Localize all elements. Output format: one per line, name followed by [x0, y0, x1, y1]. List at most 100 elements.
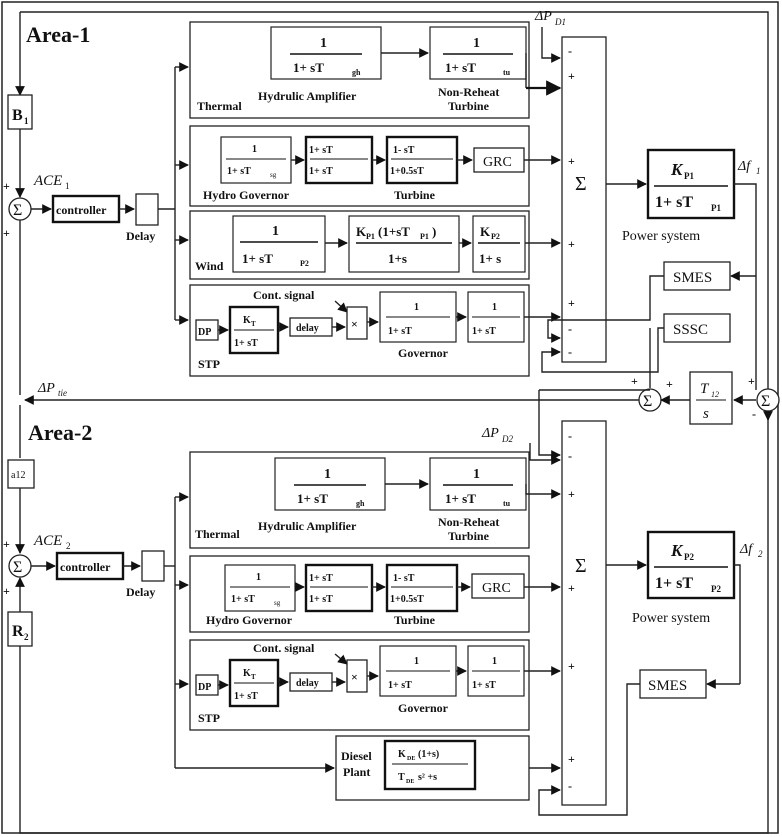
grc-2-label: GRC [482, 581, 511, 596]
delta-pd1-label: ΔP D1 [534, 9, 566, 27]
grc-1-label: GRC [483, 155, 512, 170]
svg-text:+: + [568, 296, 575, 310]
svg-text:-: - [568, 779, 572, 793]
delay-1-label: Delay [126, 229, 155, 243]
svg-text:s² +s: s² +s [418, 772, 437, 783]
svg-text:P1: P1 [366, 232, 375, 241]
hydro-governor-1-tf: 1 1+ sT sg [220, 136, 292, 184]
svg-text:1+ sT: 1+ sT [472, 326, 496, 337]
svg-text:+: + [568, 581, 575, 595]
svg-text:T: T [398, 772, 405, 783]
svg-text:1+ sT: 1+ sT [293, 60, 324, 75]
wind-tf-2: K P1 (1+sT P1 ) 1+s [348, 215, 460, 273]
nonreheat-1-label-a: Non-Reheat [438, 85, 499, 99]
svg-text:Σ: Σ [13, 202, 22, 219]
ace2-sum-junction: Σ [8, 554, 32, 578]
svg-text:ΔP: ΔP [534, 9, 552, 24]
svg-text:P2: P2 [684, 552, 694, 562]
svg-text:1: 1 [252, 144, 257, 155]
hydro-governor-2-tf: 1 1+ sT sg [224, 564, 296, 612]
svg-text:-: - [568, 429, 572, 443]
svg-text:1: 1 [756, 166, 761, 176]
svg-text:1+ sT: 1+ sT [242, 251, 273, 266]
svg-text:(1+s): (1+s) [418, 749, 439, 760]
hydro-reset-1-tf: 1+ sT 1+ sT [304, 135, 374, 185]
ace1-label: ACE 1 [33, 173, 70, 191]
svg-text:+: + [568, 237, 575, 251]
svg-text:K: K [398, 749, 406, 760]
grc-2-block [471, 573, 525, 599]
svg-text:1: 1 [414, 656, 419, 667]
svg-text:1+0.5sT: 1+0.5sT [390, 594, 424, 605]
delta-f1-label: Δf 1 [737, 159, 761, 176]
svg-text:Σ: Σ [13, 559, 22, 576]
svg-text:+: + [568, 487, 575, 501]
power-system-1-tf: K P1 1+ sT P1 [646, 148, 736, 220]
svg-text:+: + [666, 377, 673, 391]
cont-signal-2-label: Cont. signal [253, 641, 315, 655]
svg-text:1+ sT: 1+ sT [655, 194, 693, 211]
a12-block [7, 459, 35, 489]
svg-text:1+ sT: 1+ sT [309, 594, 333, 605]
svg-text:1: 1 [492, 656, 497, 667]
smes-2-block [639, 669, 707, 699]
svg-text:1+ sT: 1+ sT [234, 338, 258, 349]
tie-sum-junction: Σ [638, 388, 662, 412]
diesel-tf: K DE (1+s) T DE s² +s [383, 739, 477, 791]
svg-text:1: 1 [24, 116, 29, 126]
nonreheat-2-label-b: Turbine [448, 529, 490, 543]
svg-text:1+ sT: 1+ sT [309, 573, 333, 584]
delay-2-block [141, 550, 165, 582]
svg-text:tu: tu [503, 499, 511, 508]
turbine-1-label: Turbine [394, 188, 436, 202]
svg-text:DP: DP [198, 682, 211, 693]
svg-text:+: + [568, 69, 575, 83]
svg-text:K: K [480, 224, 491, 239]
svg-text:gh: gh [356, 499, 365, 508]
hydro-governor-1-label: Hydro Governor [203, 188, 290, 202]
svg-text:+: + [3, 584, 10, 598]
smes-1-label: SMES [673, 270, 712, 286]
svg-text:-: - [568, 449, 572, 463]
svg-text:P2: P2 [491, 232, 500, 241]
smes-2-label: SMES [648, 678, 687, 694]
hydro-turbine-2-tf: 1- sT 1+0.5sT [385, 563, 459, 613]
delta-ptie-label: ΔP tie [37, 381, 67, 398]
svg-text:1- sT: 1- sT [393, 573, 415, 584]
hydraulic-amplifier-1-tf: 1 1+ sT gh [270, 26, 382, 80]
hydro-governor-2-label: Hydro Governor [206, 613, 293, 627]
delta-pd2-label: ΔP D2 [481, 426, 513, 444]
smes-1-block [663, 261, 731, 291]
mult-1-block [346, 306, 368, 340]
svg-text:×: × [351, 317, 358, 331]
svg-text:K: K [670, 541, 684, 560]
svg-text:T: T [251, 320, 256, 328]
svg-text:DP: DP [198, 327, 211, 338]
svg-text:1+0.5sT: 1+0.5sT [390, 166, 424, 177]
svg-text:Δf: Δf [739, 542, 754, 557]
a12-label: a12 [11, 470, 25, 481]
svg-text:P1: P1 [684, 171, 694, 181]
svg-text:1: 1 [320, 36, 327, 51]
svg-text:P2: P2 [300, 259, 309, 268]
svg-text:Σ: Σ [643, 393, 652, 410]
svg-text:B: B [12, 107, 23, 124]
svg-text:gh: gh [352, 68, 361, 77]
svg-text:P1: P1 [420, 232, 429, 241]
svg-text:1+ s: 1+ s [479, 251, 501, 266]
hydraulic-2-label: Hydrulic Amplifier [258, 519, 357, 533]
svg-text:ACE: ACE [33, 173, 62, 189]
sssc-label: SSSC [673, 322, 708, 338]
svg-text:1: 1 [324, 467, 331, 482]
svg-text:Σ: Σ [761, 393, 770, 410]
svg-text:ΔP: ΔP [37, 381, 55, 396]
wind-tf-1: 1 1+ sT P2 [232, 215, 326, 273]
sum-2-symbol: Σ [575, 555, 587, 577]
svg-text:T: T [700, 381, 710, 397]
svg-text:sg: sg [270, 171, 277, 179]
sum-1-symbol: Σ [575, 173, 587, 195]
svg-text:K: K [243, 315, 251, 326]
hydro-turbine-1-tf: 1- sT 1+0.5sT [385, 135, 459, 185]
stp-governor-1-tf: 1 1+ sT [379, 291, 457, 343]
